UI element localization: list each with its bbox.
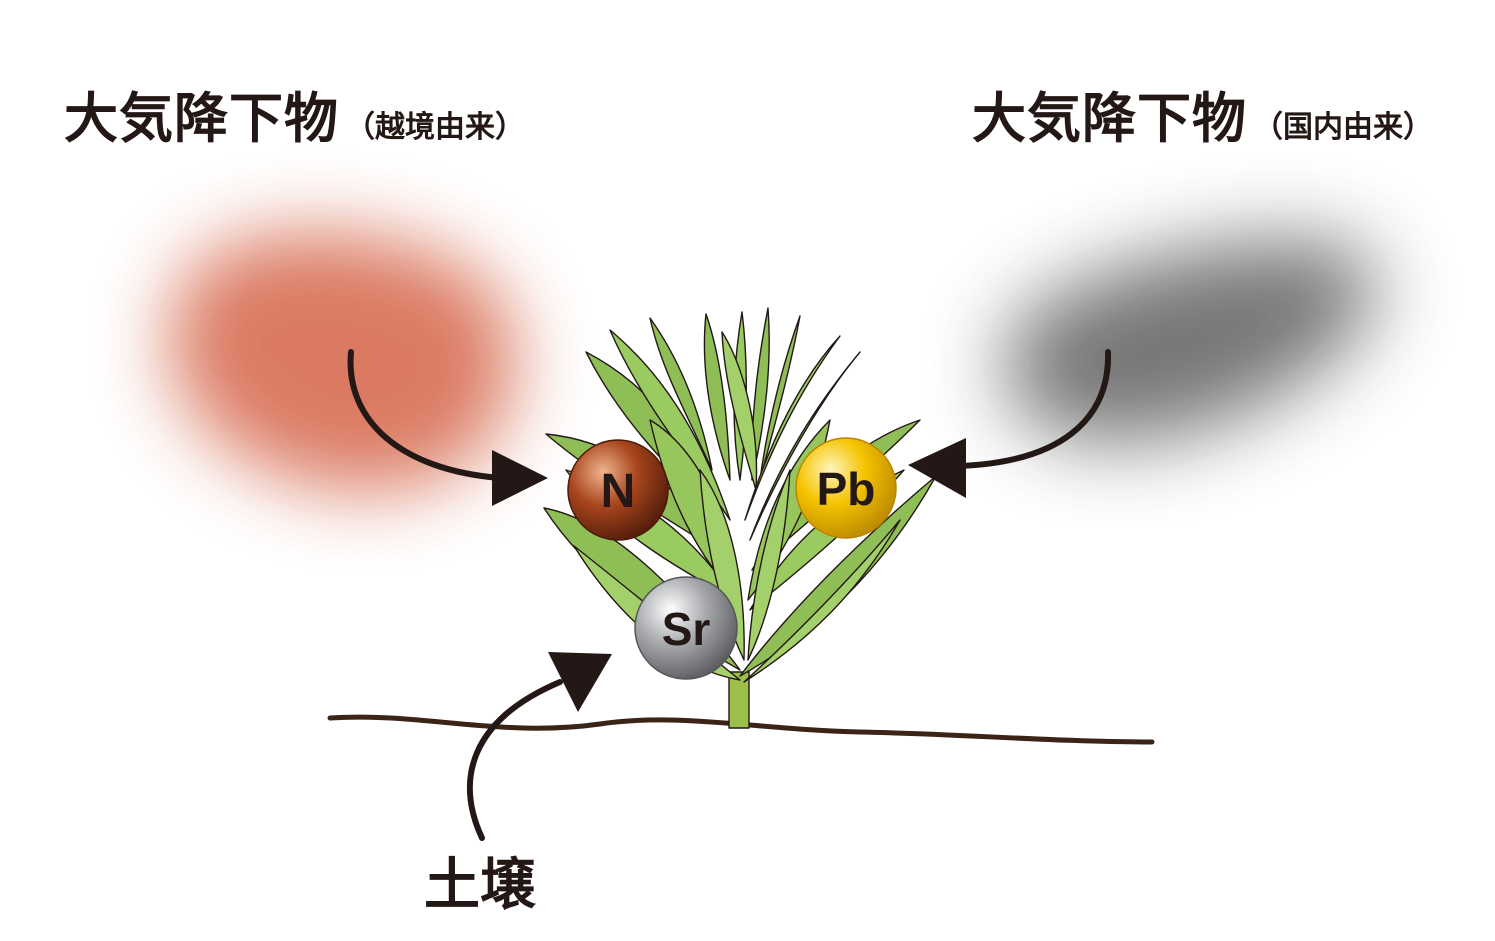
arrow-soil-to-plant [466,652,612,841]
lead-symbol: Pb [817,463,876,515]
domestic-deposition-label: 大気降下物（国内由来） [972,92,1433,146]
label-main: 大気降下物 [972,87,1247,150]
transboundary-deposition-label: 大気降下物（越境由来） [64,92,525,146]
transboundary-deposition-cloud [168,232,516,492]
lead-ball: Pb [795,437,897,539]
label-sub: （国内由来） [1253,110,1433,145]
arrow-domestic-to-plant [908,349,1112,498]
label-main: 大気降下物 [64,87,339,150]
domestic-deposition-cloud [1004,240,1378,443]
soil-label: 土壌 [424,853,536,918]
strontium-ball: Sr [634,576,738,680]
arrow-transboundary-to-plant [347,349,548,506]
strontium-symbol: Sr [662,603,711,655]
label-sub: （越境由来） [345,110,525,145]
nitrogen-ball: N [567,439,669,541]
plant-stem [728,671,750,729]
nitrogen-symbol: N [601,465,636,518]
